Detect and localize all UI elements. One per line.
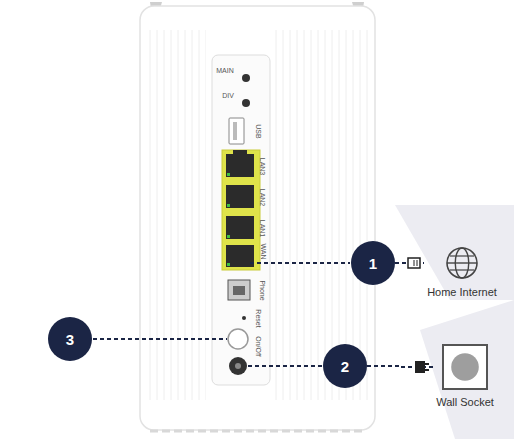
connector-group bbox=[395, 258, 424, 268]
callout-circle: 1 bbox=[351, 241, 395, 285]
side-ribs bbox=[274, 30, 368, 400]
leader-line bbox=[248, 365, 322, 367]
port-label: USB bbox=[255, 124, 262, 138]
usb-port bbox=[233, 122, 237, 140]
connector-group bbox=[367, 361, 433, 373]
phone-port bbox=[233, 286, 245, 295]
back-panel bbox=[212, 55, 270, 385]
ethernet-plug bbox=[408, 258, 420, 268]
reset-hole bbox=[242, 316, 246, 320]
router-feet bbox=[150, 430, 365, 433]
port-label: WAN bbox=[259, 243, 266, 259]
callout-circle: 2 bbox=[323, 344, 367, 388]
router-body bbox=[140, 6, 375, 430]
socket-symbol bbox=[442, 344, 488, 390]
ethernet-port bbox=[226, 150, 254, 267]
port-label: Reset bbox=[254, 309, 261, 327]
port-label: LAN1 bbox=[259, 219, 266, 237]
callout-number: 3 bbox=[66, 332, 74, 347]
globe-symbol bbox=[445, 246, 479, 280]
callout-circle: 3 bbox=[48, 317, 92, 361]
internet-icon: Home Internet bbox=[424, 246, 500, 298]
dc-jack bbox=[229, 357, 247, 375]
leader-line bbox=[93, 338, 227, 340]
phone-port bbox=[228, 280, 250, 300]
power-button bbox=[228, 329, 248, 349]
port-label: LAN3 bbox=[259, 157, 266, 175]
lan-block bbox=[222, 150, 260, 270]
port-label: On/Off bbox=[255, 336, 262, 357]
callout-number: 2 bbox=[341, 359, 349, 374]
background-shape bbox=[395, 205, 514, 300]
side-ribs bbox=[146, 30, 206, 400]
port-label: LAN2 bbox=[259, 188, 266, 206]
power-plug bbox=[415, 361, 429, 373]
dc-jack bbox=[235, 363, 241, 369]
background-shape bbox=[420, 300, 514, 439]
antenna-jack bbox=[242, 74, 250, 82]
leader-line bbox=[250, 262, 350, 264]
usb-port bbox=[229, 118, 244, 144]
callout-number: 1 bbox=[369, 256, 377, 271]
port-label: DIV bbox=[222, 92, 234, 99]
port-label: Phone bbox=[259, 280, 266, 300]
port-label: MAIN bbox=[216, 67, 234, 74]
antenna-jack bbox=[242, 99, 250, 107]
wall-socket-icon: Wall Socket bbox=[433, 344, 497, 408]
icon-caption: Home Internet bbox=[424, 286, 500, 298]
icon-caption: Wall Socket bbox=[433, 396, 497, 408]
